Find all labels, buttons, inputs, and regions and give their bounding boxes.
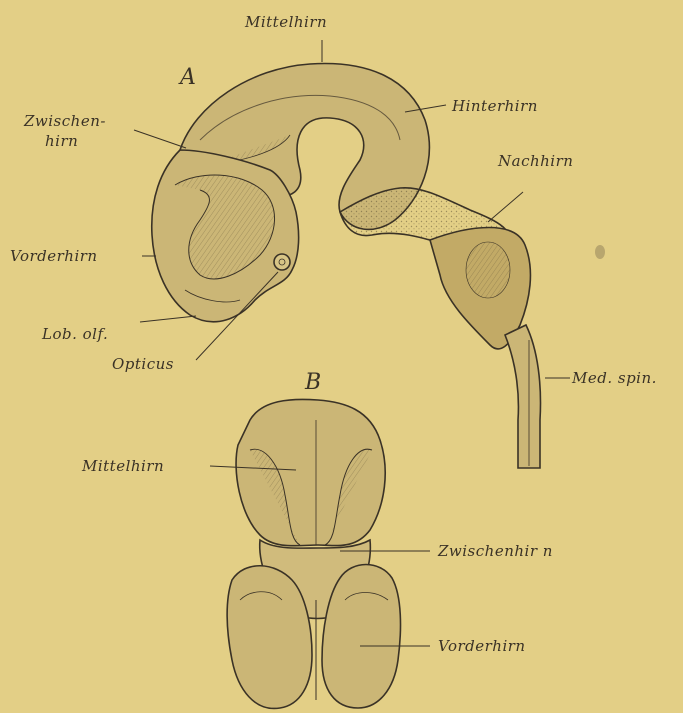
label-a-hinterhirn: Hinterhirn <box>452 98 538 114</box>
label-a-zwischenhirn-line1: Zwischen- <box>24 113 106 129</box>
label-b-mittelhirn: Mittelhirn <box>82 458 164 474</box>
label-a-lob-olf: Lob. olf. <box>42 326 108 342</box>
label-a-vorderhirn: Vorderhirn <box>10 248 98 264</box>
figure-b-letter: B <box>305 375 321 391</box>
label-a-mittelhirn: Mittelhirn <box>245 14 327 30</box>
a-opticus-stalk <box>274 254 290 270</box>
figure-b-drawing <box>227 399 400 708</box>
a-medulla-spinalis <box>505 325 540 468</box>
label-b-vorderhirn: Vorderhirn <box>438 638 526 654</box>
figure-a-letter: A <box>180 70 196 86</box>
label-a-nachhirn: Nachhirn <box>498 153 573 169</box>
paper-spot <box>595 245 605 259</box>
label-b-zwischenhirn: Zwischenhir n <box>438 543 553 559</box>
b-mittelhirn <box>236 399 385 545</box>
label-a-med-spin: Med. spin. <box>572 370 657 386</box>
label-a-opticus: Opticus <box>112 356 174 372</box>
label-a-zwischenhirn-line2: hirn <box>45 133 78 149</box>
